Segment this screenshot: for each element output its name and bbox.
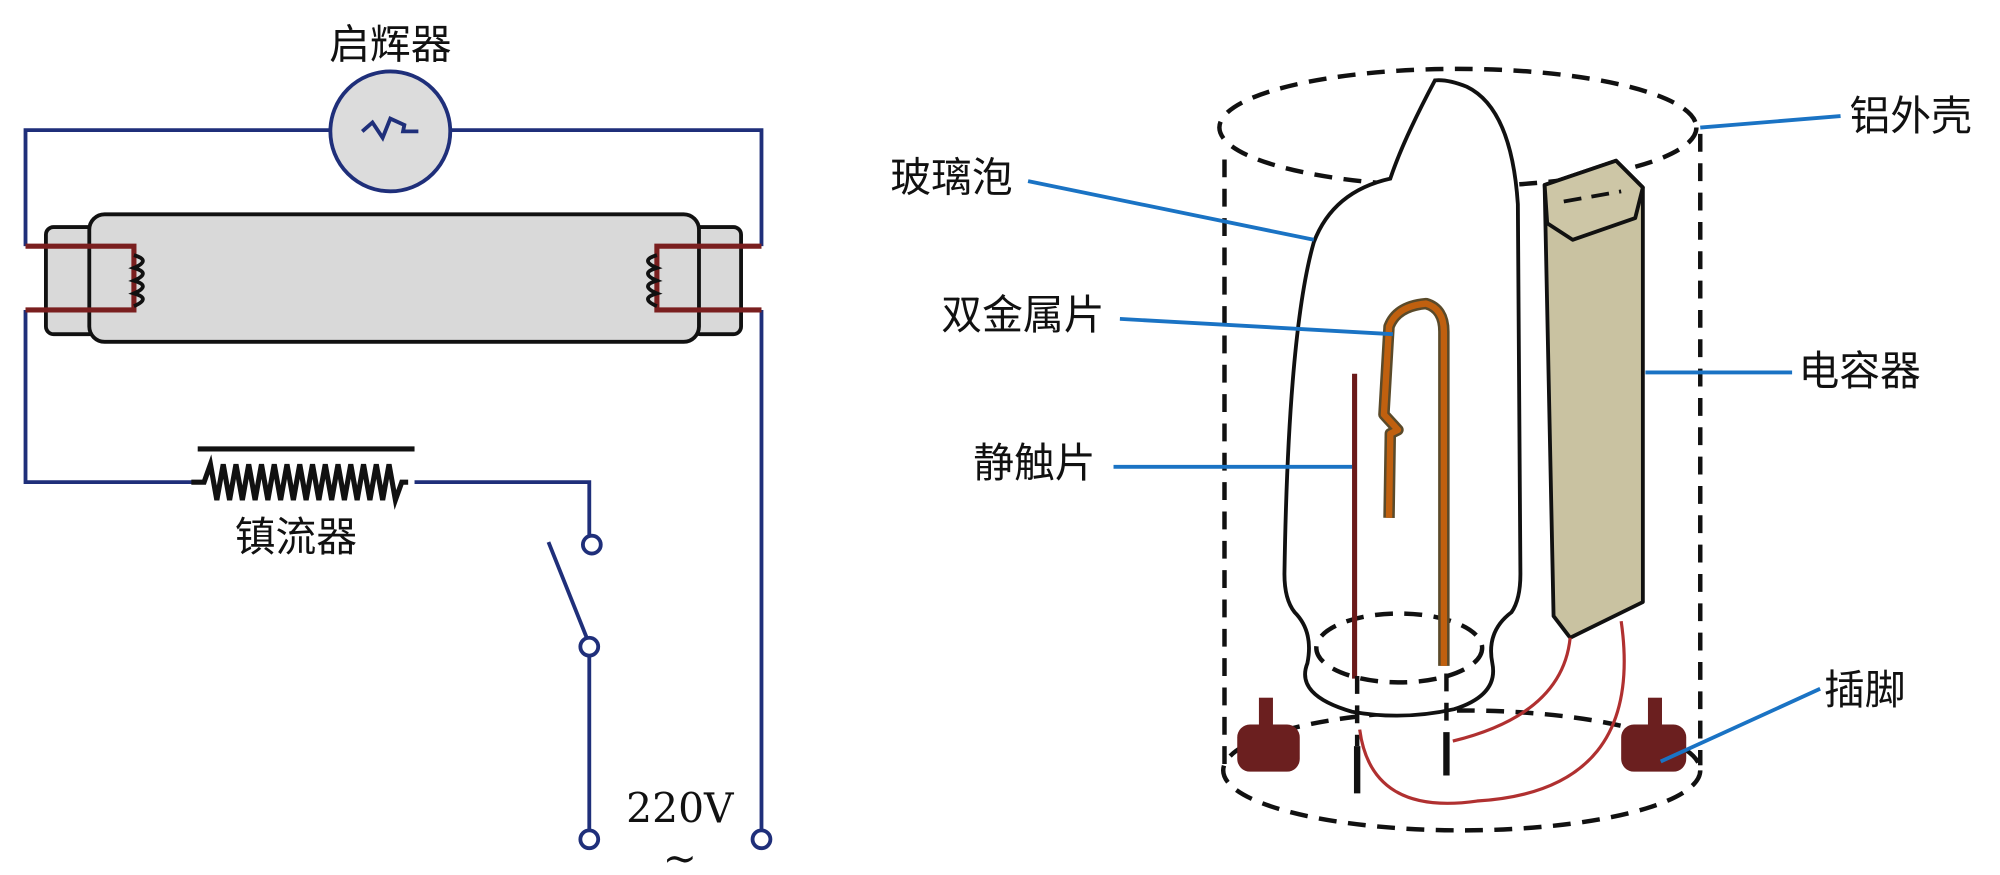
label-pins: 插脚 <box>1824 666 1906 714</box>
label-aluminum-shell: 铝外壳 <box>1849 92 1971 140</box>
left-pins <box>25 243 137 313</box>
starter-symbol <box>328 69 453 194</box>
label-static-contact: 静触片 <box>973 439 1095 487</box>
pin-left <box>1237 697 1300 772</box>
bulb-base <box>1314 611 1485 685</box>
leader-shell <box>1700 114 1841 130</box>
right-pins <box>654 243 762 313</box>
ballast-coil <box>191 446 415 510</box>
aluminum-shell <box>1217 66 1703 833</box>
leader-glass-bulb <box>1027 179 1315 242</box>
leader-bimetal <box>1119 316 1393 337</box>
fluorescent-tube <box>25 212 762 344</box>
glass-bulb <box>1282 78 1523 718</box>
label-bimetal-strip: 双金属片 <box>941 291 1104 339</box>
lead-wire-1 <box>1452 637 1572 743</box>
label-capacitor: 电容器 <box>1798 347 1920 395</box>
ballast-label: 镇流器 <box>235 513 357 561</box>
lamp-circuit: 启辉器 镇流器 220V ~ <box>23 21 773 875</box>
pin-right <box>1621 697 1687 772</box>
ac-symbol: ~ <box>663 834 697 875</box>
leader-pins <box>1659 687 1821 764</box>
capacitor <box>1542 158 1645 640</box>
ballast-switch-wire <box>414 480 592 536</box>
left-wire <box>23 309 202 485</box>
starter-label: 启辉器 <box>329 21 451 69</box>
voltage-label: 220V <box>626 785 735 833</box>
terminal-right <box>750 828 773 851</box>
right-filament <box>646 253 663 308</box>
left-filament <box>128 253 145 308</box>
terminal-left <box>578 828 601 851</box>
lead-wire-2 <box>1358 620 1626 805</box>
bimetal-core <box>1380 300 1448 666</box>
label-glass-bulb: 玻璃泡 <box>890 153 1012 201</box>
switch[interactable] <box>546 533 603 658</box>
starter-structure: 玻璃泡 双金属片 静触片 铝外壳 电容器 插脚 <box>890 66 1972 833</box>
